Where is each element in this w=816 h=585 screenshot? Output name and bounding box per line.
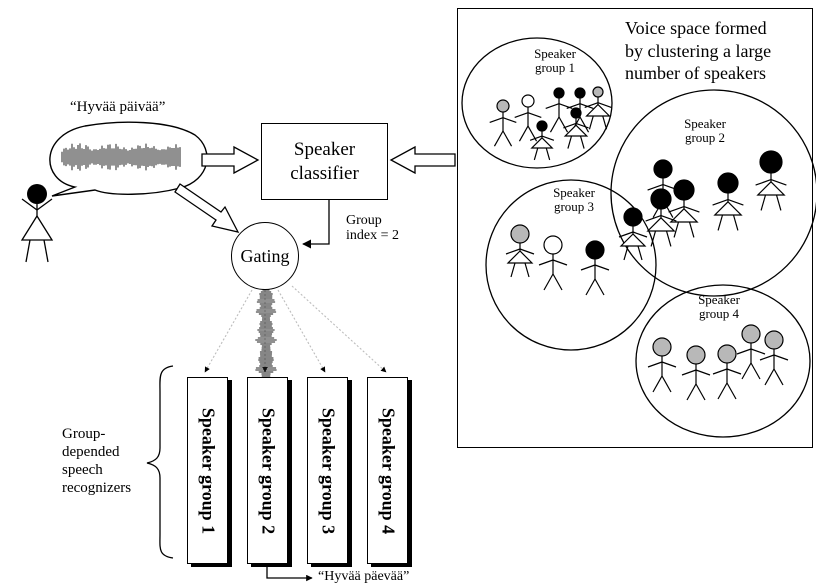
cluster-label-group-3: Speaker group 3 xyxy=(534,186,614,213)
output-phrase-label: “Hyvää päevää” xyxy=(318,569,410,584)
brace-label-line-1: Group- xyxy=(62,426,106,442)
speaker-stick-figure xyxy=(566,87,594,133)
speaker-stick-figure xyxy=(755,150,787,211)
voice-space-caption-line-1: Voice space formed xyxy=(625,18,767,38)
voice-space-caption-line-2: by clustering a large xyxy=(625,40,772,61)
cluster-label-group-1: Speaker group 1 xyxy=(515,47,595,74)
speaker-stick-figure xyxy=(712,172,744,231)
recognizer-group-1: Speaker group 1 xyxy=(187,377,228,564)
speaker-classifier-box: Speaker classifier xyxy=(261,123,388,200)
recognizer-group-3: Speaker group 3 xyxy=(307,377,348,564)
cluster-label-group-4: Speaker group 4 xyxy=(679,293,759,320)
gating-label: Gating xyxy=(240,245,290,266)
speaker-stick-figures xyxy=(489,86,789,401)
gating-to-recognizer-lines xyxy=(204,285,387,373)
group-index-label: Group index = 2 xyxy=(346,213,399,243)
cluster-4-line-1: Speaker xyxy=(698,292,740,307)
recognizer-group-2: Speaker group 2 xyxy=(247,377,288,564)
speaker-stick-figure xyxy=(736,324,766,380)
cluster-ellipse-group-4 xyxy=(635,284,811,438)
speaker-stick-figure xyxy=(759,330,789,386)
voice-space-to-classifier-arrow xyxy=(389,145,456,175)
recognizers-brace-label: Group- depended speech recognizers xyxy=(62,425,131,497)
cluster-ellipse-group-3 xyxy=(485,179,657,351)
group-index-line-1: Group xyxy=(346,213,382,228)
speaker-stick-figure xyxy=(538,235,568,291)
output-arrow xyxy=(266,566,313,582)
cluster-label-group-2: Speaker group 2 xyxy=(665,117,745,144)
cluster-1-line-1: Speaker xyxy=(534,46,576,61)
input-waveform xyxy=(61,143,181,171)
speaker-stick-figure xyxy=(580,240,610,296)
speaker-stick-figure xyxy=(505,224,535,278)
speaker-stick-figure xyxy=(529,120,555,161)
speaker-stick-figure xyxy=(712,344,742,400)
cluster-4-line-2: group 4 xyxy=(698,305,740,321)
voice-space-panel xyxy=(457,8,813,448)
speaker-stick-figure xyxy=(514,94,542,142)
gated-waveform xyxy=(255,289,277,381)
voice-space-caption-line-3: number of speakers xyxy=(625,63,766,83)
cluster-3-line-2: group 3 xyxy=(553,198,595,214)
cluster-1-line-2: group 1 xyxy=(534,59,576,75)
cluster-3-line-1: Speaker xyxy=(553,185,595,200)
recognizer-group-1-label: Speaker group 1 xyxy=(198,407,218,534)
speaker-classifier-label: Speaker classifier xyxy=(290,138,359,184)
cluster-2-line-1: Speaker xyxy=(684,116,726,131)
bubble-to-classifier-arrow xyxy=(201,145,260,175)
speaker-stick-figure xyxy=(584,86,612,130)
speaker-figure xyxy=(20,184,54,263)
speaker-stick-figure xyxy=(681,345,711,401)
bubble-to-gating-arrow xyxy=(174,183,240,233)
brace-label-line-4: recognizers xyxy=(62,480,132,496)
cluster-ellipse-group-2 xyxy=(610,89,816,297)
gating-node: Gating xyxy=(231,222,299,290)
recognizer-group-3-label: Speaker group 3 xyxy=(318,407,338,534)
speaker-stick-figure xyxy=(618,207,648,261)
brace-label-line-3: speech xyxy=(62,462,103,478)
recognizer-group-4: Speaker group 4 xyxy=(367,377,408,564)
recognizer-group-4-label: Speaker group 4 xyxy=(378,407,398,534)
group-index-line-2: index = 2 xyxy=(346,227,399,243)
input-phrase-label: “Hyvää päivää” xyxy=(70,99,166,115)
recognizer-group-2-label: Speaker group 2 xyxy=(258,407,278,534)
cluster-2-line-2: group 2 xyxy=(684,129,726,145)
speaker-stick-figure xyxy=(545,87,573,133)
voice-space-caption: Voice space formed by clustering a large… xyxy=(625,17,771,85)
group-index-connector xyxy=(302,200,330,249)
speaker-stick-figure xyxy=(563,107,589,149)
brace-label-line-2: depended xyxy=(62,444,120,460)
speaker-stick-figure xyxy=(645,188,677,247)
speaker-stick-figure xyxy=(647,337,677,393)
speaker-stick-figure xyxy=(668,179,700,238)
cluster-ellipse-group-1 xyxy=(461,37,613,169)
speaker-stick-figure xyxy=(489,99,517,147)
recognizers-brace xyxy=(146,365,174,559)
